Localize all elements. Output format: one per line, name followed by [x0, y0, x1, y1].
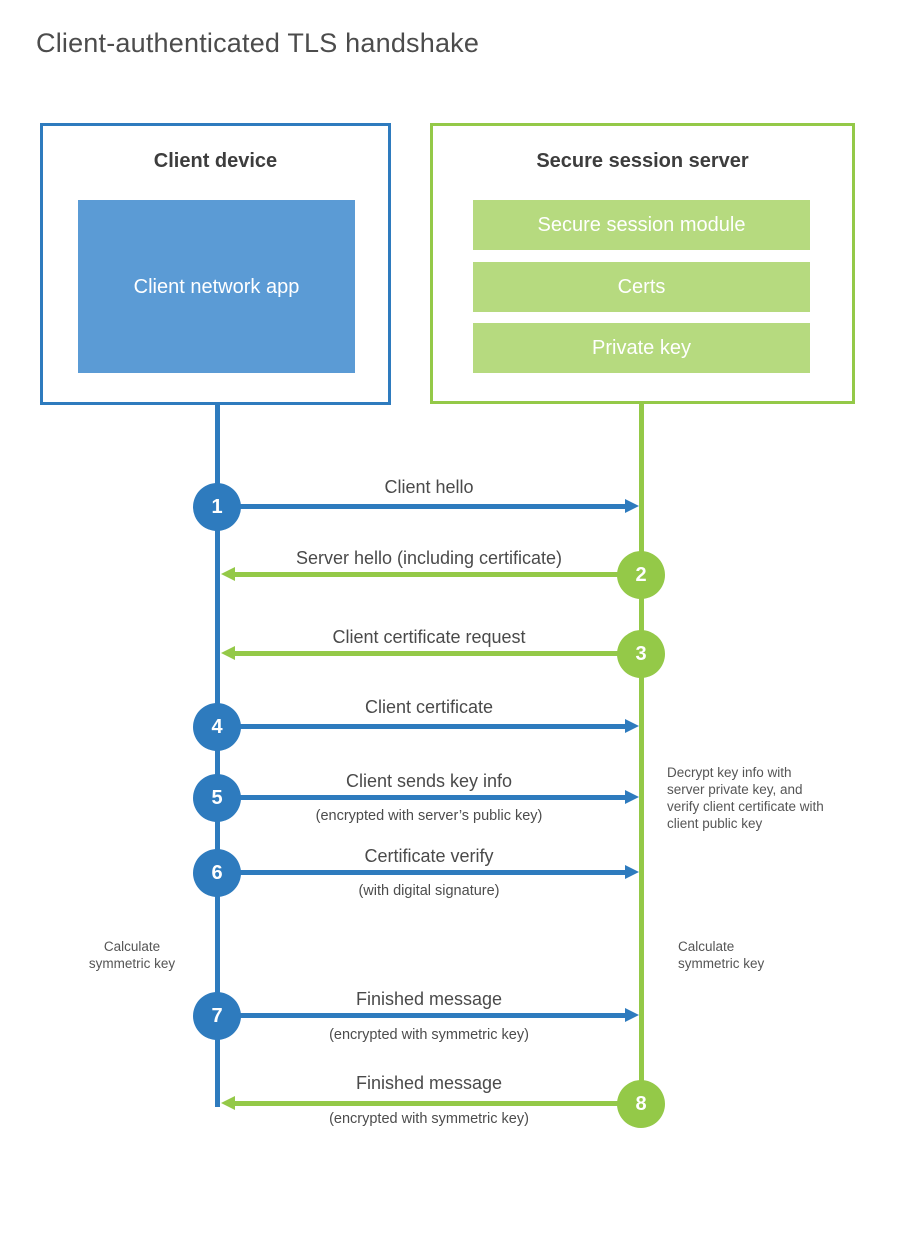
- step-3-arrow: [221, 646, 641, 660]
- arrow-right-icon: [625, 865, 639, 879]
- client-lifeline: [215, 404, 220, 1107]
- client-device-title: Client device: [153, 150, 278, 172]
- client-network-app-box: Client network app: [78, 200, 355, 373]
- server-module-certs: Certs: [473, 262, 810, 312]
- step-1-circle: 1: [193, 483, 241, 531]
- server-module-secure-session-module: Secure session module: [473, 200, 810, 250]
- arrow-right-icon: [625, 499, 639, 513]
- arrow-left-icon: [221, 1096, 235, 1110]
- step-6-label: Certificate verify: [364, 846, 494, 866]
- arrow-right-icon: [625, 1008, 639, 1022]
- step-8-label: Finished message: [355, 1073, 503, 1093]
- arrow-left-icon: [221, 567, 235, 581]
- step-7-circle: 7: [193, 992, 241, 1040]
- step-5-circle: 5: [193, 774, 241, 822]
- step-2-circle: 2: [617, 551, 665, 599]
- step-6-circle: 6: [193, 849, 241, 897]
- step-5-label: Client sends key info: [345, 771, 513, 791]
- step-2-arrow: [221, 567, 641, 581]
- step-4-circle: 4: [193, 703, 241, 751]
- step-5-arrow: [219, 790, 639, 804]
- page-title: Client-authenticated TLS handshake: [36, 28, 480, 58]
- server-module-private-key: Private key: [473, 323, 810, 373]
- note-calculate-symmetric-key-server: Calculate symmetric key: [678, 939, 765, 971]
- step-4-arrow: [219, 719, 639, 733]
- secure-session-server-box: Secure session server Secure session mod…: [430, 123, 855, 404]
- arrow-left-icon: [221, 646, 235, 660]
- note-calculate-symmetric-key-client: Calculate symmetric key: [88, 939, 176, 971]
- step-6-arrow: [219, 865, 639, 879]
- note-decrypt-key-info: Decrypt key info with server private key…: [667, 765, 824, 831]
- client-device-box: Client device Client network app: [40, 123, 391, 405]
- secure-session-server-title: Secure session server: [536, 150, 749, 172]
- step-8-circle: 8: [617, 1080, 665, 1128]
- arrow-right-icon: [625, 719, 639, 733]
- step-7-label: Finished message: [355, 989, 503, 1009]
- step-8-sublabel: (encrypted with symmetric key): [329, 1111, 529, 1127]
- step-8-arrow: [221, 1096, 641, 1110]
- step-1-label: Client hello: [384, 477, 474, 497]
- server-lifeline: [639, 403, 644, 1104]
- step-5-sublabel: (encrypted with server’s public key): [315, 808, 543, 824]
- arrow-right-icon: [625, 790, 639, 804]
- step-1-arrow: [219, 499, 639, 513]
- step-3-circle: 3: [617, 630, 665, 678]
- step-7-arrow: [219, 1008, 639, 1022]
- step-3-label: Client certificate request: [332, 627, 526, 647]
- client-network-app-label: Client network app: [133, 275, 300, 298]
- step-6-sublabel: (with digital signature): [358, 883, 500, 899]
- step-4-label: Client certificate: [364, 697, 494, 717]
- step-7-sublabel: (encrypted with symmetric key): [329, 1027, 529, 1043]
- step-2-label: Server hello (including certificate): [295, 548, 563, 568]
